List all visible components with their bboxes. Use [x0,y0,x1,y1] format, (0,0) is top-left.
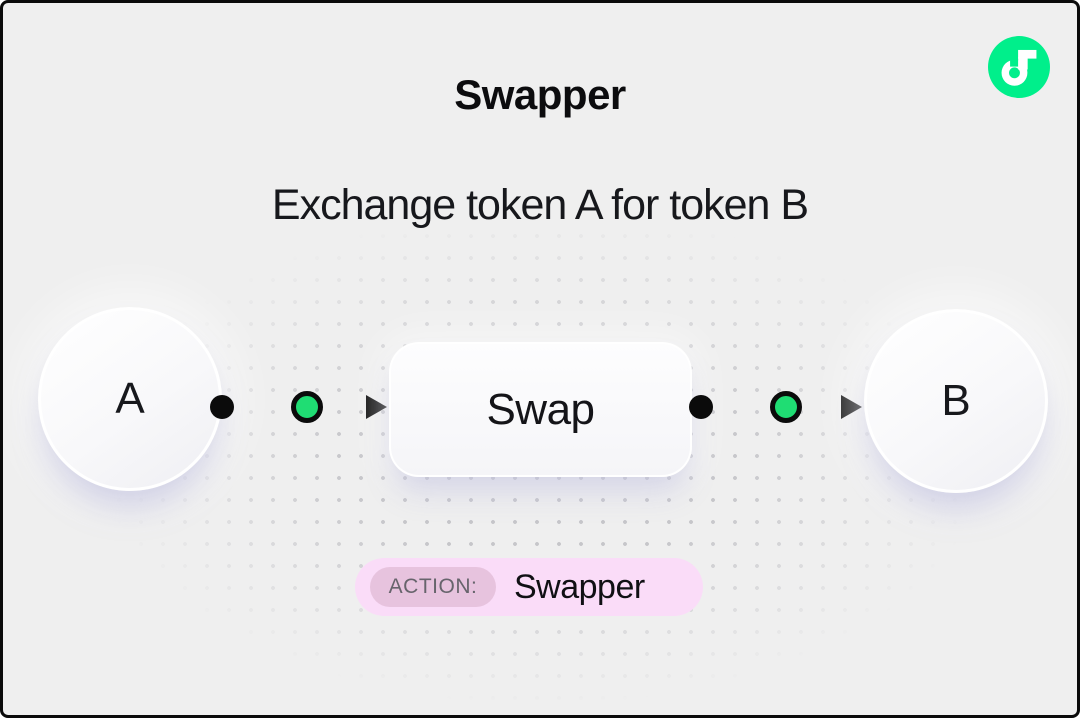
token-node-b-label: B [941,376,971,425]
page-title: Swapper [454,71,626,118]
flow-logo-icon [988,36,1050,98]
edge-start-dot [210,395,234,419]
action-badge-label: ACTION: [370,567,496,607]
token-node-a-label: A [115,374,145,423]
edge-start-dot [689,395,713,419]
action-badge: ACTION: Swapper [355,558,703,616]
token-node-a: A [38,307,222,491]
edge-swap-to-b [689,391,862,423]
page-subtitle: Exchange token A for token B [271,181,809,229]
swap-node: Swap [389,342,692,477]
edge-token-dot [770,391,802,423]
edge-token-dot [291,391,323,423]
edge-arrowhead-icon [366,395,387,419]
edge-arrowhead-icon [841,395,862,419]
edge-a-to-swap [210,391,387,423]
token-node-b: B [864,309,1048,493]
swap-node-label: Swap [486,384,595,434]
action-badge-value: Swapper [514,567,645,606]
